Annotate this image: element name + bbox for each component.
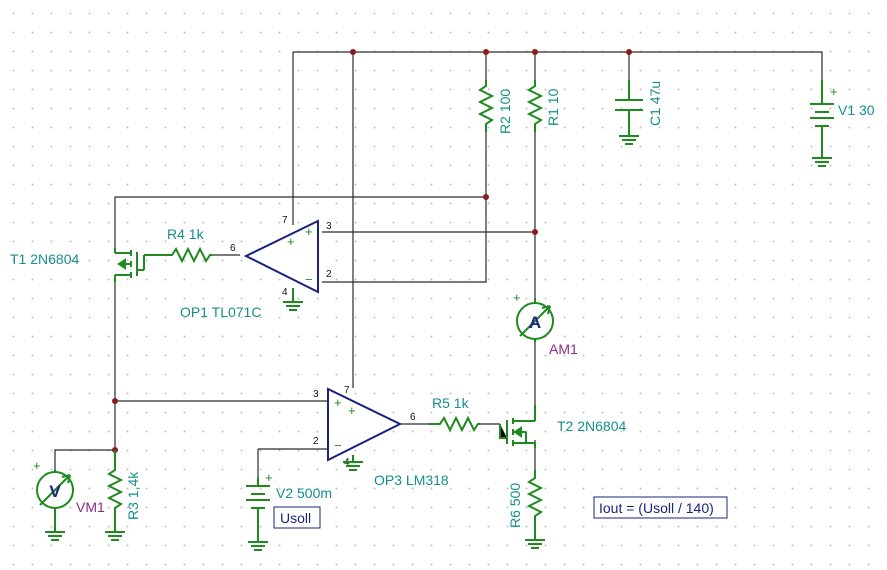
junction-dot xyxy=(626,49,632,55)
v1-plus-sign: + xyxy=(830,84,838,99)
t1-label: T1 2N6804 xyxy=(10,251,79,267)
usoll-label: Usoll xyxy=(280,510,311,526)
op3-pin-2: 2 xyxy=(313,436,319,447)
r1-label: R1 10 xyxy=(545,88,561,126)
op1-plus-sign: + xyxy=(305,224,313,239)
vm1-ground-icon xyxy=(45,524,65,541)
iout-formula-box: Iout = (Usoll / 140) xyxy=(593,496,728,519)
op3-label: OP3 LM318 xyxy=(374,472,449,488)
usoll-label-box: Usoll xyxy=(273,506,321,529)
junction-dot xyxy=(112,398,118,404)
r6-ground-icon xyxy=(525,526,545,549)
c1-ground-icon xyxy=(619,130,639,145)
am1-plus-sign: + xyxy=(513,290,521,305)
op3-pin-3: 3 xyxy=(313,389,319,400)
c1-label: C1 47u xyxy=(647,81,663,126)
vm1-label: VM1 xyxy=(76,499,105,515)
op3-plus-sign: + xyxy=(334,395,342,410)
op3-ground-icon xyxy=(343,455,363,471)
r5-resistor[interactable] xyxy=(428,415,480,433)
r2-resistor[interactable] xyxy=(477,80,495,132)
vm1-plus-sign: + xyxy=(33,458,41,473)
t2-label: T2 2N6804 xyxy=(557,418,626,434)
op1-ground-icon xyxy=(283,288,303,311)
r4-label: R4 1k xyxy=(167,226,205,242)
am1-symbol: A xyxy=(529,313,541,332)
op1-supply-plus-sign: + xyxy=(287,234,295,249)
op3-minus-sign: − xyxy=(334,438,342,453)
r1-resistor[interactable] xyxy=(526,80,544,132)
op1-pin-6: 6 xyxy=(230,243,236,254)
v2-plus-sign: + xyxy=(265,470,273,485)
am1-ammeter[interactable]: A + xyxy=(513,290,554,342)
r3-resistor[interactable] xyxy=(106,450,124,522)
junctions xyxy=(112,49,632,453)
op1-label: OP1 TL071C xyxy=(180,304,261,320)
op3-supply-plus-sign: + xyxy=(348,403,356,418)
junction-dot xyxy=(532,229,538,235)
c1-capacitor[interactable] xyxy=(615,80,643,130)
vm1-symbol: V xyxy=(49,482,61,501)
t2-mosfet[interactable] xyxy=(499,405,536,448)
op3-pin-7: 7 xyxy=(344,385,350,396)
junction-dot xyxy=(532,49,538,55)
v1-battery[interactable]: + xyxy=(810,80,838,150)
iout-formula: Iout = (Usoll / 140) xyxy=(599,500,714,516)
op1-pin-4: 4 xyxy=(282,287,288,298)
op1-pin-2: 2 xyxy=(326,269,332,280)
v2-label: V2 500m xyxy=(276,485,332,501)
am1-label: AM1 xyxy=(549,341,578,357)
op1-opamp[interactable]: + − + 7 3 2 4 6 xyxy=(230,215,332,298)
t1-mosfet[interactable] xyxy=(114,248,145,282)
v1-label: V1 30 xyxy=(838,102,875,118)
r5-label: R5 1k xyxy=(432,395,470,411)
op1-pin-3: 3 xyxy=(326,221,332,232)
op1-pin-7: 7 xyxy=(282,215,288,226)
r2-label: R2 100 xyxy=(497,89,513,134)
junction-dot xyxy=(483,194,489,200)
op3-opamp[interactable]: + − + 7 3 2 4 6 xyxy=(313,385,416,468)
r3-ground-icon xyxy=(105,522,125,541)
op3-pin-6: 6 xyxy=(410,412,416,423)
v2-battery[interactable]: + xyxy=(246,470,273,530)
r6-resistor[interactable] xyxy=(526,470,544,526)
v2-ground-icon xyxy=(248,530,268,551)
op1-minus-sign: − xyxy=(305,272,313,287)
v1-ground-icon xyxy=(812,150,832,167)
r6-label: R6 500 xyxy=(507,483,523,528)
junction-dot xyxy=(483,49,489,55)
wires xyxy=(54,51,823,478)
r4-resistor[interactable] xyxy=(144,246,212,264)
vm1-voltmeter[interactable]: V + xyxy=(33,458,74,524)
r3-label: R3 1,4k xyxy=(125,471,141,520)
junction-dot xyxy=(350,49,356,55)
